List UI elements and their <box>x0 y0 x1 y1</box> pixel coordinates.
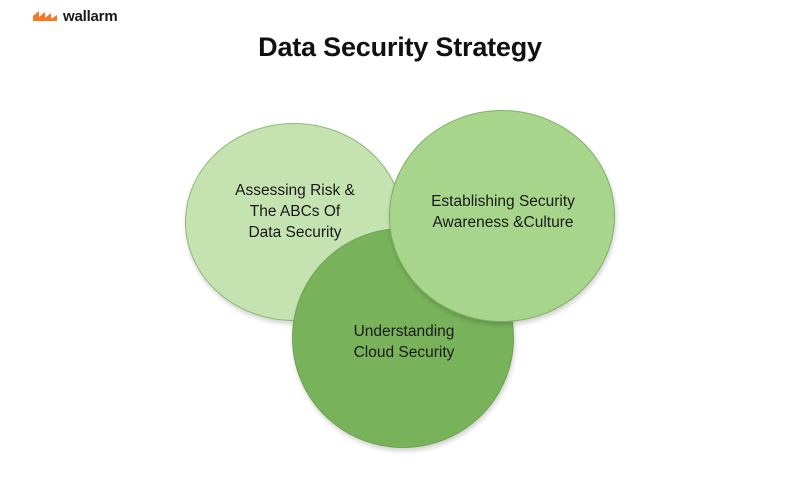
circle-label-line: The ABCs Of <box>249 203 341 220</box>
circle-label-line: Understanding <box>353 323 455 340</box>
wallarm-logo: wallarm <box>32 7 118 25</box>
circle-security-awareness: Establishing Security Awareness &Culture <box>389 110 615 322</box>
logo-text: wallarm <box>63 7 118 25</box>
wallarm-logo-icon <box>33 11 57 21</box>
circle-label: Assessing Risk & The ABCs Of Data Securi… <box>206 180 384 243</box>
circle-label-line: Assessing Risk & <box>235 182 355 199</box>
page-title: Data Security Strategy <box>258 32 542 62</box>
circle-label-line: Data Security <box>248 224 342 241</box>
circle-assessing-risk: Assessing Risk & The ABCs Of Data Securi… <box>185 123 403 321</box>
circle-label: Establishing Security Awareness &Culture <box>390 191 616 233</box>
circle-label-line: Awareness &Culture <box>432 214 574 231</box>
circle-label-line: Establishing Security <box>431 193 575 210</box>
circle-label-line: Cloud Security <box>353 344 455 361</box>
circle-label: Understanding Cloud Security <box>293 321 515 363</box>
